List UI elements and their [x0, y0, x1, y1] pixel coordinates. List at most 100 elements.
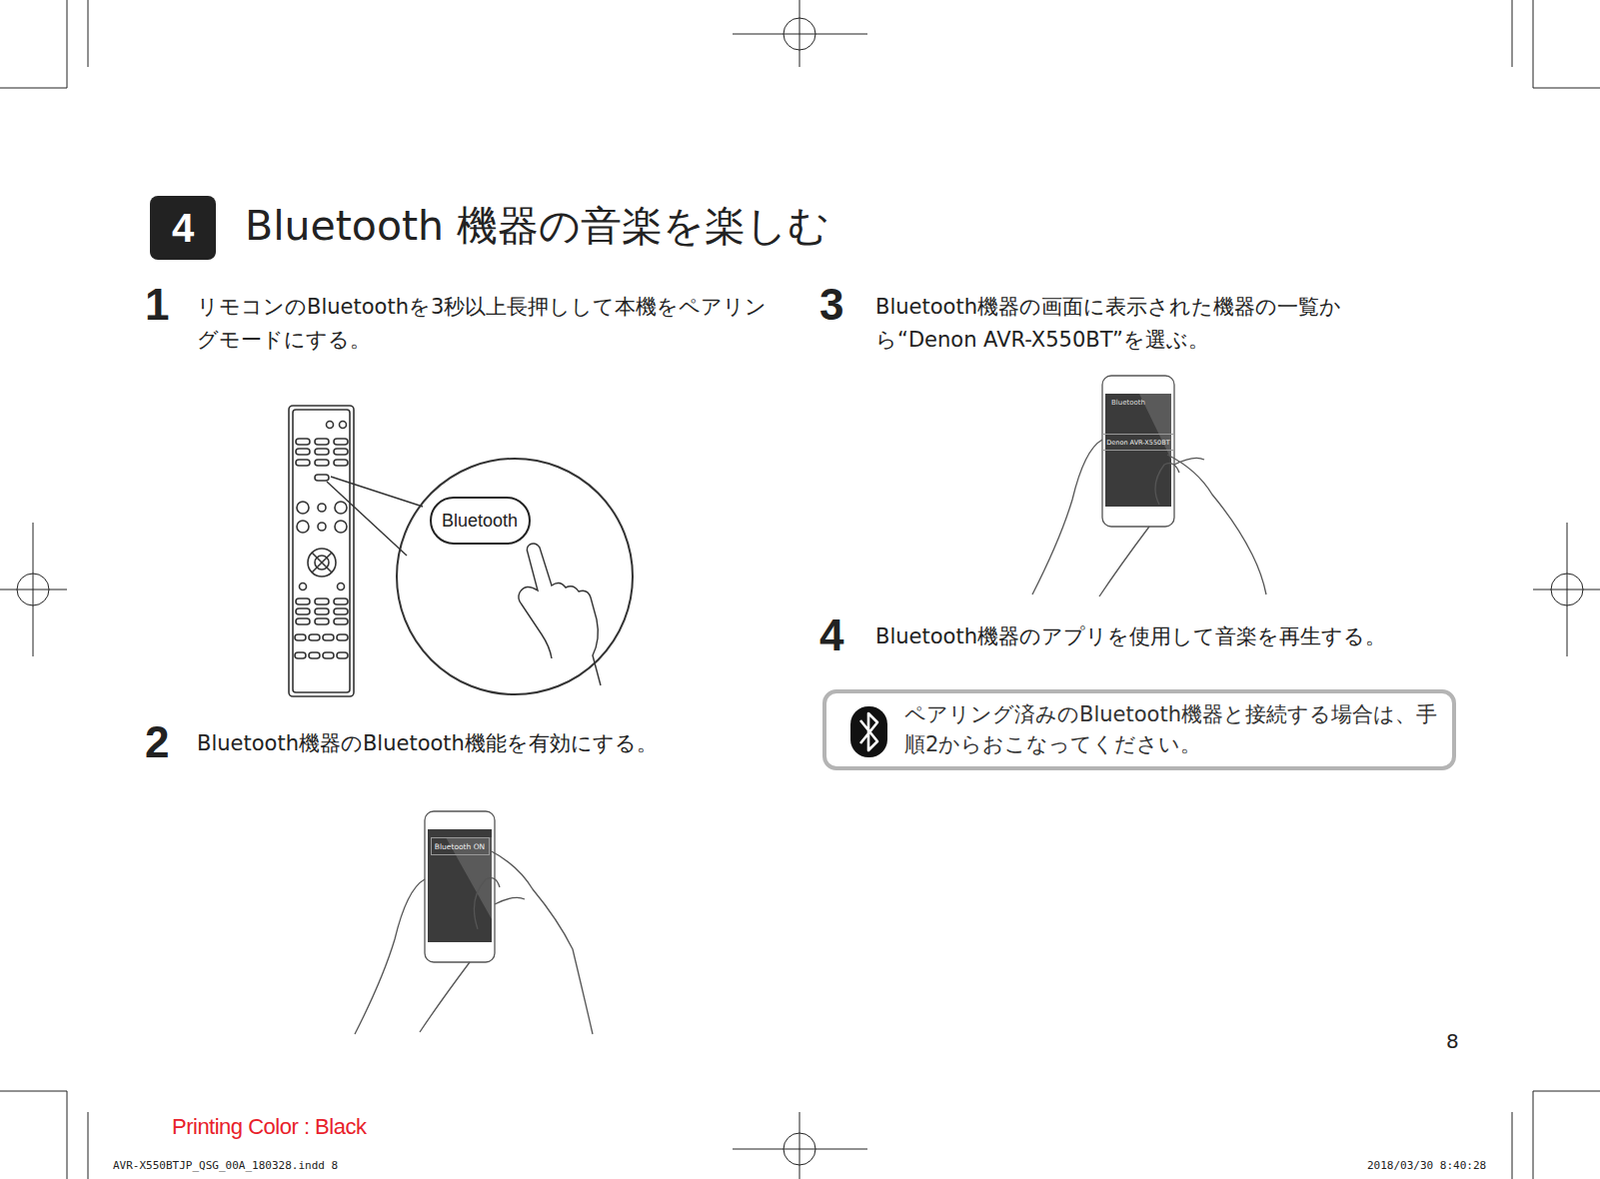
- drawing-stroke: [0, 87, 67, 89]
- button-label: Bluetooth: [429, 496, 531, 545]
- drawing-stroke: [799, 1112, 801, 1179]
- remote-button: [295, 598, 310, 605]
- bluetooth-icon: [850, 706, 888, 758]
- remote-button: [333, 448, 348, 455]
- remote-button: [334, 520, 347, 533]
- number-badge: 4: [149, 195, 216, 260]
- step-number: 1: [144, 282, 169, 327]
- remote-button: [333, 608, 348, 615]
- node-text: Bluetooth ON: [434, 842, 485, 852]
- page-title: Bluetooth 機器の音楽を楽しむ: [244, 203, 830, 249]
- drawing-stroke: [311, 552, 332, 573]
- drawing-stroke: [1533, 1091, 1600, 1093]
- drawing-stroke: [1512, 1112, 1514, 1179]
- step-text: リモコンのBluetoothを3秒以上長押しして本機をペアリングモードにする。: [196, 290, 772, 356]
- remote-button: [339, 421, 347, 429]
- drawing-stroke: [860, 713, 878, 751]
- drawing-stroke: [288, 405, 354, 697]
- pointing-hand: [518, 543, 601, 686]
- screen-item: Denon AVR-X550BT: [1102, 433, 1175, 451]
- drawing-stroke: [783, 1133, 816, 1166]
- drawing-stroke: [396, 458, 633, 695]
- drawing-stroke: [427, 829, 492, 943]
- drawing-stroke: [1533, 0, 1535, 88]
- remote-button: [317, 503, 326, 512]
- drawing-stroke: [850, 706, 888, 758]
- phone-step3: [1032, 375, 1267, 597]
- step-text: Bluetooth機器の画面に表示された機器の一覧から“Denon AVR-X5…: [875, 290, 1416, 356]
- screen-item: Bluetooth ON: [430, 837, 490, 856]
- drawing-stroke: [16, 573, 49, 606]
- remote-button: [314, 474, 329, 481]
- remote-button: [299, 583, 307, 591]
- remote-button: [294, 634, 306, 641]
- drawing-stroke: [66, 1091, 68, 1179]
- remote-button: [322, 634, 334, 641]
- drawing-stroke: [326, 481, 407, 556]
- remote-button: [334, 501, 347, 514]
- remote-button: [294, 652, 306, 659]
- step-number: 2: [144, 720, 169, 765]
- drawing-stroke: [424, 811, 495, 963]
- remote-button: [296, 520, 309, 533]
- remote-button: [314, 448, 329, 455]
- remote-button: [314, 459, 329, 466]
- drawing-stroke: [1567, 522, 1569, 657]
- remote-button: [337, 583, 345, 591]
- remote-button: [295, 608, 310, 615]
- drawing-stroke: [1551, 573, 1584, 606]
- hands: [354, 849, 593, 1035]
- remote-button: [295, 459, 310, 466]
- drawing-stroke: [1102, 375, 1175, 527]
- remote-button: [333, 618, 348, 625]
- node-text: 4: [171, 205, 194, 251]
- slug-date: 2018/03/30 8:40:28: [1367, 1159, 1487, 1173]
- drawing-stroke: [307, 548, 336, 577]
- hands: [1032, 439, 1267, 597]
- note-box: ペアリング済みのBluetooth機器と接続する場合は、手順2からおこなってくだ…: [822, 689, 1457, 771]
- remote-button: [314, 598, 329, 605]
- slug-file: AVR-X550BTJP_QSG_00A_180328.indd 8: [112, 1159, 338, 1173]
- remote-button: [314, 608, 329, 615]
- callout: [326, 458, 633, 695]
- print-note: Printing Color : Black: [171, 1114, 366, 1141]
- remote-control: [288, 405, 354, 697]
- drawing-stroke: [783, 17, 816, 50]
- remote-button: [308, 652, 320, 659]
- remote-button: [336, 634, 348, 641]
- phone-step2: [354, 811, 593, 1035]
- drawing-stroke: [1512, 0, 1514, 67]
- drawing-stroke: [1533, 87, 1600, 89]
- remote-button: [295, 618, 310, 625]
- remote-button: [317, 522, 326, 531]
- remote-button: [322, 652, 334, 659]
- remote-button: [295, 448, 310, 455]
- remote-button: [326, 421, 334, 429]
- drawing-stroke: [32, 522, 34, 657]
- node-text: Denon AVR-X550BT: [1106, 438, 1170, 447]
- page-number: 8: [1446, 1029, 1460, 1054]
- drawing-stroke: [87, 1112, 89, 1179]
- step-number: 4: [819, 613, 844, 658]
- step-text: Bluetooth機器のBluetooth機能を有効にする。: [196, 727, 767, 761]
- node-text: ペアリング済みのBluetooth機器と接続する場合は、手順2からおこなってくだ…: [904, 702, 1438, 757]
- remote-button: [314, 618, 329, 625]
- drawing-stroke: [292, 409, 350, 693]
- drawing-stroke: [311, 552, 332, 573]
- drawing-stroke: [799, 0, 801, 67]
- node-text: Bluetooth: [441, 510, 518, 532]
- drawing-stroke: [330, 476, 423, 507]
- remote-button: [333, 438, 348, 445]
- drawing-stroke: [1533, 1091, 1535, 1179]
- step-text: Bluetooth機器のアプリを使用して音楽を再生する。: [875, 620, 1496, 654]
- remote-button: [314, 438, 329, 445]
- remote-button: [296, 501, 309, 514]
- remote-button: [336, 652, 348, 659]
- drawing-stroke: [66, 0, 68, 88]
- remote-button: [295, 438, 310, 445]
- drawing-stroke: [87, 0, 89, 67]
- remote-button: [333, 459, 348, 466]
- screen-header: Bluetooth: [1111, 399, 1172, 407]
